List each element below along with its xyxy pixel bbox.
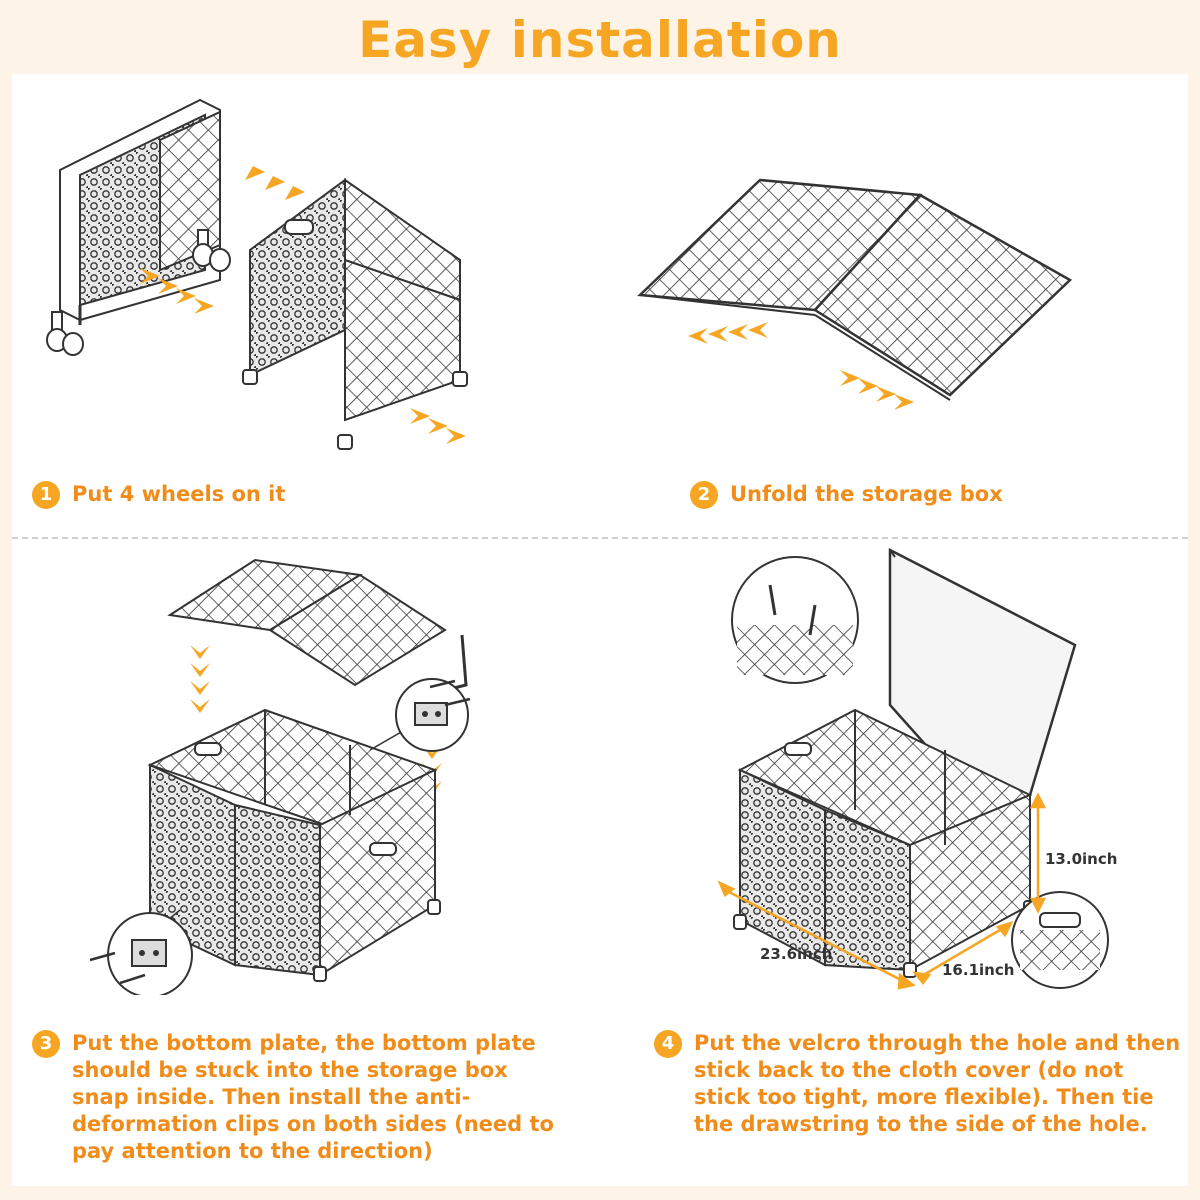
- step-3-illustration: [89, 558, 471, 995]
- step-1-illustration: [46, 98, 468, 450]
- section-divider: [12, 537, 1188, 539]
- page-title: Easy installation: [358, 11, 842, 69]
- step-text-4: Put the velcro through the hole and then…: [694, 1031, 1181, 1136]
- step-number-3: 3: [32, 1030, 60, 1058]
- direction-arrows-icon: [688, 322, 914, 410]
- height-dimension-label: 13.0inch: [1045, 850, 1118, 868]
- unfolded-plate-icon: [637, 178, 1073, 401]
- step-3-label: 3 Put the bottom plate, the bottom plate…: [32, 1030, 562, 1165]
- unfolded-box-icon: [242, 178, 468, 450]
- wheel-icon: [46, 229, 231, 356]
- step-number-4: 4: [654, 1030, 682, 1058]
- step-4-illustration: [717, 547, 1109, 990]
- step-4-label: 4 Put the velcro through the hole and th…: [654, 1030, 1184, 1138]
- step-1-label: 1 Put 4 wheels on it: [32, 481, 532, 509]
- length-dimension-label: 23.6inch: [760, 945, 833, 963]
- step-2-label: 2 Unfold the storage box: [690, 481, 1170, 509]
- screw-icon: [89, 679, 471, 985]
- bottom-plate-icon: [167, 558, 447, 687]
- step-number-1: 1: [32, 481, 60, 509]
- open-box-icon: [143, 708, 441, 982]
- folded-box-icon: [59, 98, 221, 325]
- step-number-2: 2: [690, 481, 718, 509]
- velcro-detail-icon: [731, 556, 1109, 989]
- step-text-3: Put the bottom plate, the bottom plate s…: [72, 1031, 554, 1163]
- dimension-lines-icon: [717, 792, 1047, 990]
- step-text-1: Put 4 wheels on it: [72, 482, 286, 506]
- width-dimension-label: 16.1inch: [942, 961, 1015, 979]
- direction-arrows-icon: [140, 166, 466, 444]
- step-text-2: Unfold the storage box: [730, 482, 1003, 506]
- step-2-illustration: [637, 178, 1073, 410]
